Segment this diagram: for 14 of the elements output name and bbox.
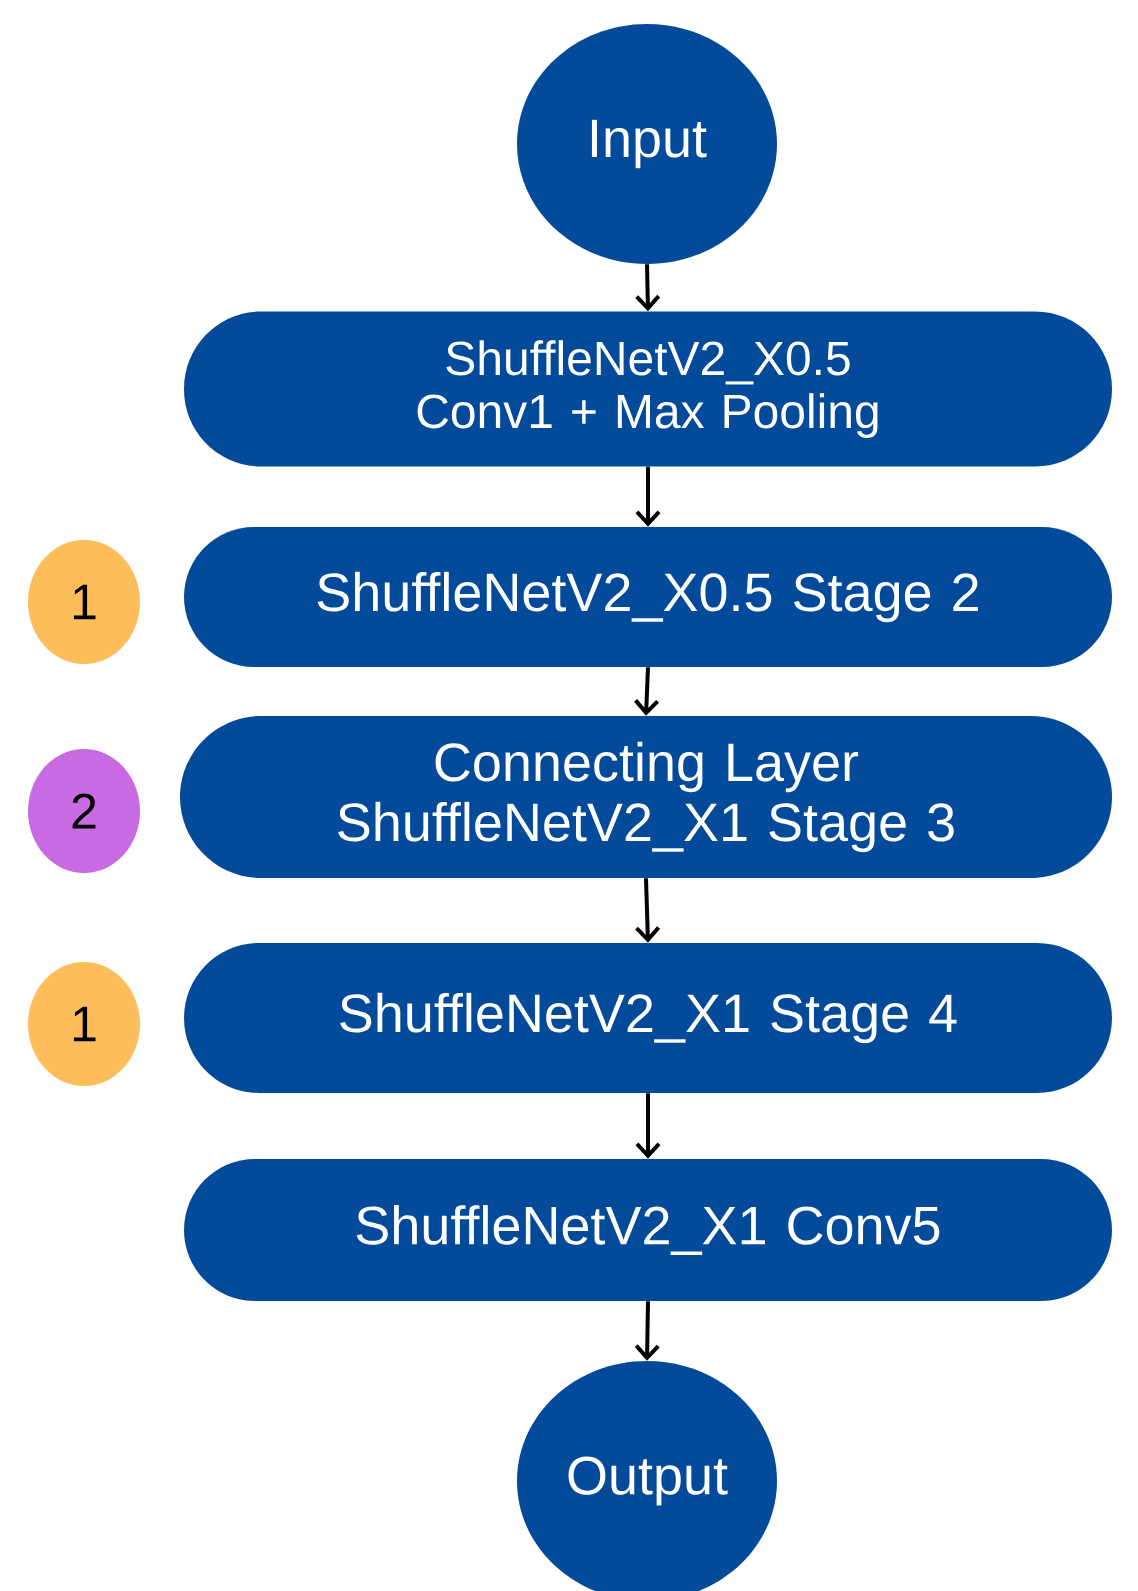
number-badge: 1 — [28, 540, 140, 664]
number-badge: 2 — [28, 749, 140, 873]
arrow — [634, 667, 660, 716]
arrow — [635, 264, 661, 312]
process-box: Connecting Layer ShuffleNetV2_X1 Stage 3 — [180, 716, 1112, 878]
process-box: ShuffleNetV2_X0.5 Stage 2 — [184, 527, 1112, 667]
process-box: ShuffleNetV2_X0.5 Conv1 + Max Pooling — [184, 311, 1112, 467]
number-badge: 1 — [28, 962, 140, 1086]
arrow — [635, 1093, 661, 1159]
arrow — [634, 1301, 660, 1361]
arrow — [635, 878, 661, 943]
process-box: ShuffleNetV2_X1 Stage 4 — [184, 943, 1112, 1093]
process-box: ShuffleNetV2_X1 Conv5 — [184, 1159, 1112, 1301]
arrow — [635, 466, 661, 527]
